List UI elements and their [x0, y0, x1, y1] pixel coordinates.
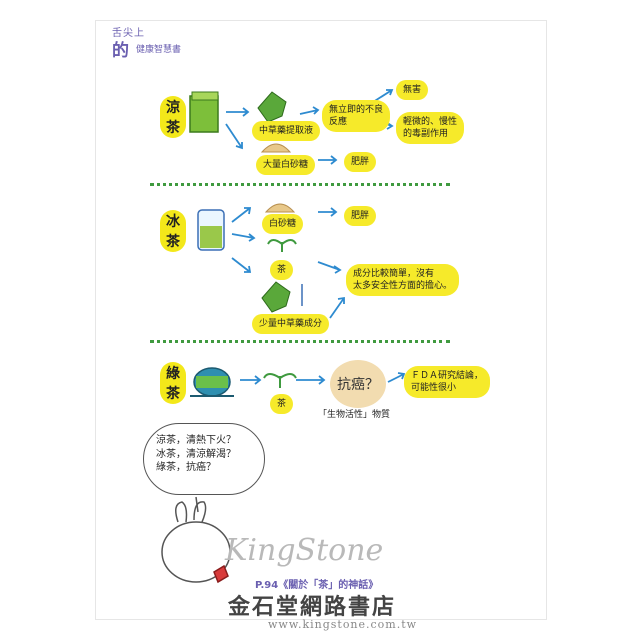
header-line2: 健康智慧書 [136, 45, 182, 55]
ingredient-tea: 茶 [270, 260, 294, 281]
result-harmless: 無害 [396, 80, 429, 101]
ingredient-sugar: 白砂糖 [262, 214, 304, 235]
effect-no-adverse: 無立即的不良 反應 [322, 100, 391, 133]
sugar-pile-icon [260, 143, 292, 153]
book-header: 舌尖上 的 健康智慧書 [112, 24, 181, 61]
label-char: 綠 [166, 366, 180, 382]
effect-simple-ingredients: 成分比較簡單，沒有 太多安全性方面的擔心。 [346, 264, 460, 297]
herb-leaf-icon-2 [261, 281, 303, 313]
tea-sprout-icon [267, 239, 297, 252]
bioactive-note: 「生物活性」物質 [318, 410, 391, 420]
section-divider-2 [150, 340, 450, 343]
anti-cancer-circle: 抗癌？ [330, 360, 386, 408]
effect-obesity: 肥胖 [344, 152, 377, 173]
ingredient-little-herb: 少量中草藥成分 [252, 314, 330, 335]
page-caption: P.94《關於「茶」的神話》 [255, 580, 379, 591]
tea-sprout-icon-2 [263, 373, 297, 388]
label-char: 茶 [166, 120, 180, 136]
lv-cha-label: 綠 茶 [160, 362, 186, 404]
bunny-icon [161, 501, 231, 584]
label-char: 茶 [166, 386, 180, 402]
effect-obesity-2: 肥胖 [344, 206, 377, 227]
section-divider [150, 183, 450, 186]
speech-bubble: 涼茶，清熱下火？ 冰茶，清涼解渴？ 綠茶，抗癌？ [143, 423, 265, 495]
label-char: 冰 [166, 214, 180, 230]
ingredient-tea-2: 茶 [270, 394, 294, 415]
bing-cha-cup-icon [197, 209, 225, 251]
sugar-pile-icon-2 [264, 203, 296, 213]
fda-conclusion: ＦＤＡ研究結論， 可能性很小 [404, 366, 491, 399]
label-char: 涼 [166, 100, 180, 116]
liang-cha-cup-icon [189, 91, 219, 133]
flow-arrows [225, 89, 406, 385]
green-teapot-icon [190, 367, 234, 397]
ingredient-herb-extract: 中草藥提取液 [252, 121, 321, 142]
label-char: 茶 [166, 234, 180, 250]
ingredient-white-sugar: 大量白砂糖 [256, 155, 316, 176]
liang-cha-label: 涼 茶 [160, 96, 186, 138]
header-line1: 舌尖上 [112, 28, 145, 39]
result-chronic-toxicity: 輕微的、慢性 的毒副作用 [396, 112, 465, 145]
header-big-char: 的 [112, 41, 129, 61]
kingstone-watermark: KingStone [225, 533, 384, 568]
store-url: www.kingstone.com.tw [268, 618, 418, 631]
bing-cha-label: 冰 茶 [160, 210, 186, 252]
store-name: 金石堂網路書店 [228, 594, 397, 620]
speech-tail [195, 496, 199, 513]
